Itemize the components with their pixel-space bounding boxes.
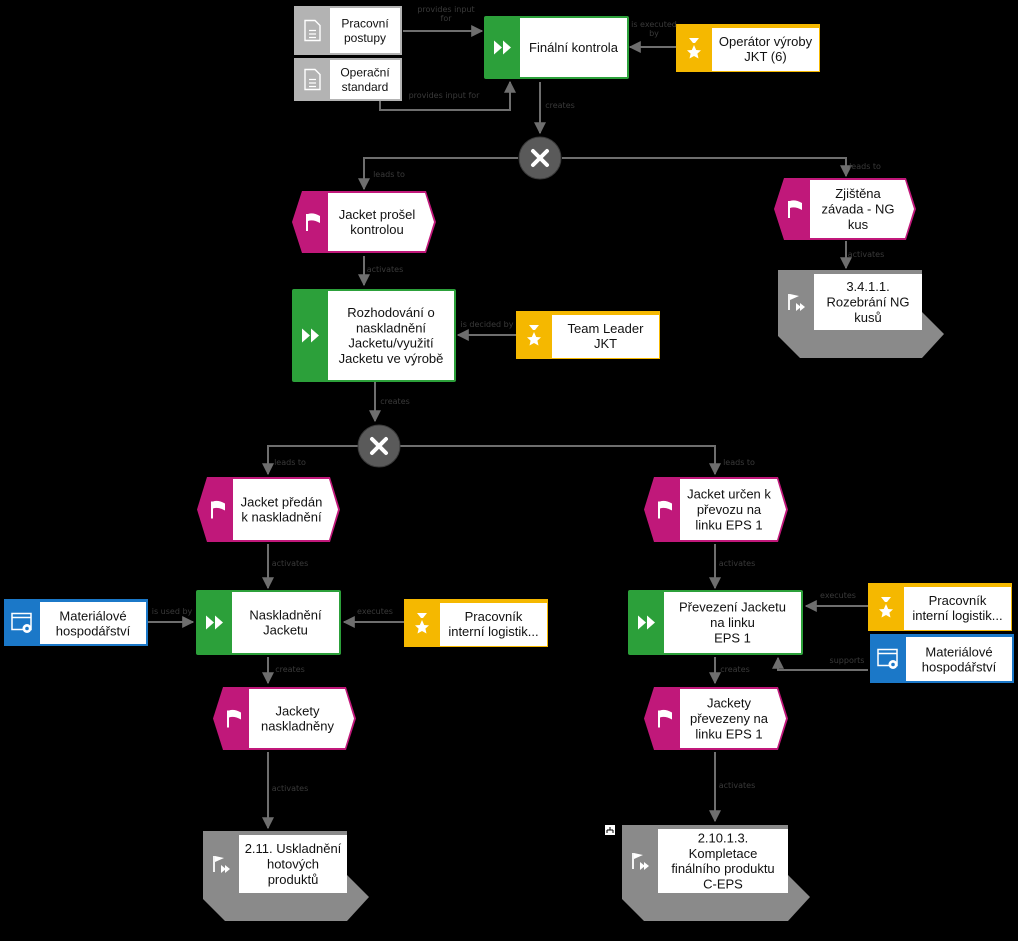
edge-xor1-defect <box>562 157 852 178</box>
edge-label: creates <box>275 665 305 674</box>
application-system-icon <box>11 612 32 633</box>
person-icon <box>527 325 541 346</box>
application-system-icon <box>877 648 898 669</box>
edge-label: executes <box>820 591 856 600</box>
function-icon <box>206 615 223 630</box>
function-label: Finální kontrola <box>529 40 619 55</box>
person-icon <box>879 597 893 618</box>
process-link-icon <box>632 853 649 870</box>
edge-label: leads to <box>849 162 881 171</box>
function-icon <box>494 40 511 55</box>
edge-label: is used by <box>152 607 193 616</box>
edge-label: activates <box>719 781 756 790</box>
edge-label: leads to <box>373 170 405 179</box>
flag-icon <box>658 709 672 728</box>
edge-label: creates <box>380 397 410 406</box>
function-icon <box>638 615 655 630</box>
function-icon <box>302 328 319 343</box>
xor-icon <box>531 149 549 167</box>
flag-icon <box>306 213 320 231</box>
edge-label: creates <box>720 665 750 674</box>
edge-xor2-assigned <box>400 445 721 476</box>
function-final-check[interactable]: Finální kontrola <box>484 16 629 79</box>
process-link-icon <box>213 856 230 873</box>
edge-label: executes <box>357 607 393 616</box>
edge-xor2-handed <box>262 445 358 476</box>
edge-xor1-passed <box>358 157 518 191</box>
flag-icon <box>658 500 672 519</box>
edge-label: leads to <box>274 458 306 467</box>
person-icon <box>687 38 701 59</box>
edge-label: creates <box>545 101 575 110</box>
edge-label: activates <box>719 559 756 568</box>
flag-icon <box>211 500 225 519</box>
xor-connector-2[interactable] <box>357 424 401 468</box>
flag-icon <box>788 200 802 218</box>
document-icon <box>304 19 321 42</box>
document-icon <box>304 68 321 91</box>
edge-label: activates <box>272 559 309 568</box>
xor-icon <box>370 437 388 455</box>
hierarchy-icon <box>605 825 615 835</box>
edge-label: activates <box>367 265 404 274</box>
xor-connector-1[interactable] <box>518 136 562 180</box>
person-icon <box>415 613 429 634</box>
edge-label: activates <box>848 250 885 259</box>
edge-label: activates <box>272 784 309 793</box>
edge-label: provides input for <box>409 91 481 100</box>
process-link-icon <box>788 294 805 311</box>
edge-system-transfer <box>772 656 868 671</box>
edge-label: leads to <box>723 458 755 467</box>
flag-icon <box>227 709 241 728</box>
edge-label: is decided by <box>461 320 514 329</box>
edge-label: supports <box>830 656 865 665</box>
